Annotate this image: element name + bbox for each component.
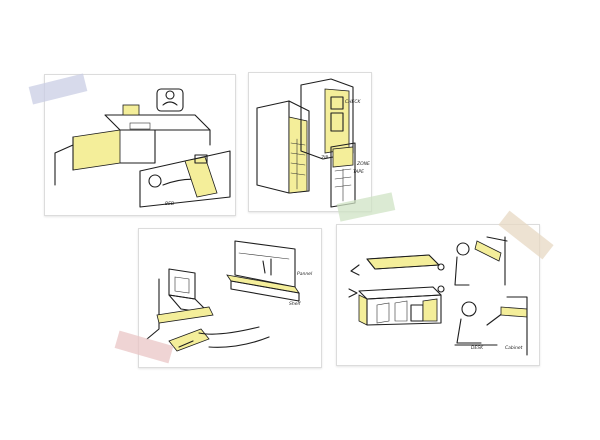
label-pannel: Pannel <box>297 271 313 277</box>
label-tape: TAPE <box>353 169 364 175</box>
desk-bed-drawing: BED <box>54 88 231 208</box>
sketch-card-shelf[interactable]: Pannel Shelf <box>138 228 322 368</box>
label-desk: DESK <box>471 345 484 351</box>
lockers-drawing: CHECK ZIP ZONE TAPE <box>256 78 370 208</box>
sketch-card-lockers[interactable]: CHECK ZIP ZONE TAPE <box>248 72 372 212</box>
folding-desk-drawing: DESK Cabinet <box>348 236 528 356</box>
sketch-card-desk-bed[interactable]: BED <box>44 74 236 216</box>
label-check: CHECK <box>345 99 362 105</box>
label-cabinet: Cabinet <box>505 345 523 351</box>
label-zone: ZONE <box>356 161 370 167</box>
label-shelf: Shelf <box>289 301 302 307</box>
shelf-drawing: Pannel Shelf <box>146 240 313 352</box>
label-bed: BED <box>165 201 175 207</box>
sketch-card-folding-desk[interactable]: DESK Cabinet <box>336 224 540 366</box>
label-zip: ZIP <box>320 155 328 161</box>
